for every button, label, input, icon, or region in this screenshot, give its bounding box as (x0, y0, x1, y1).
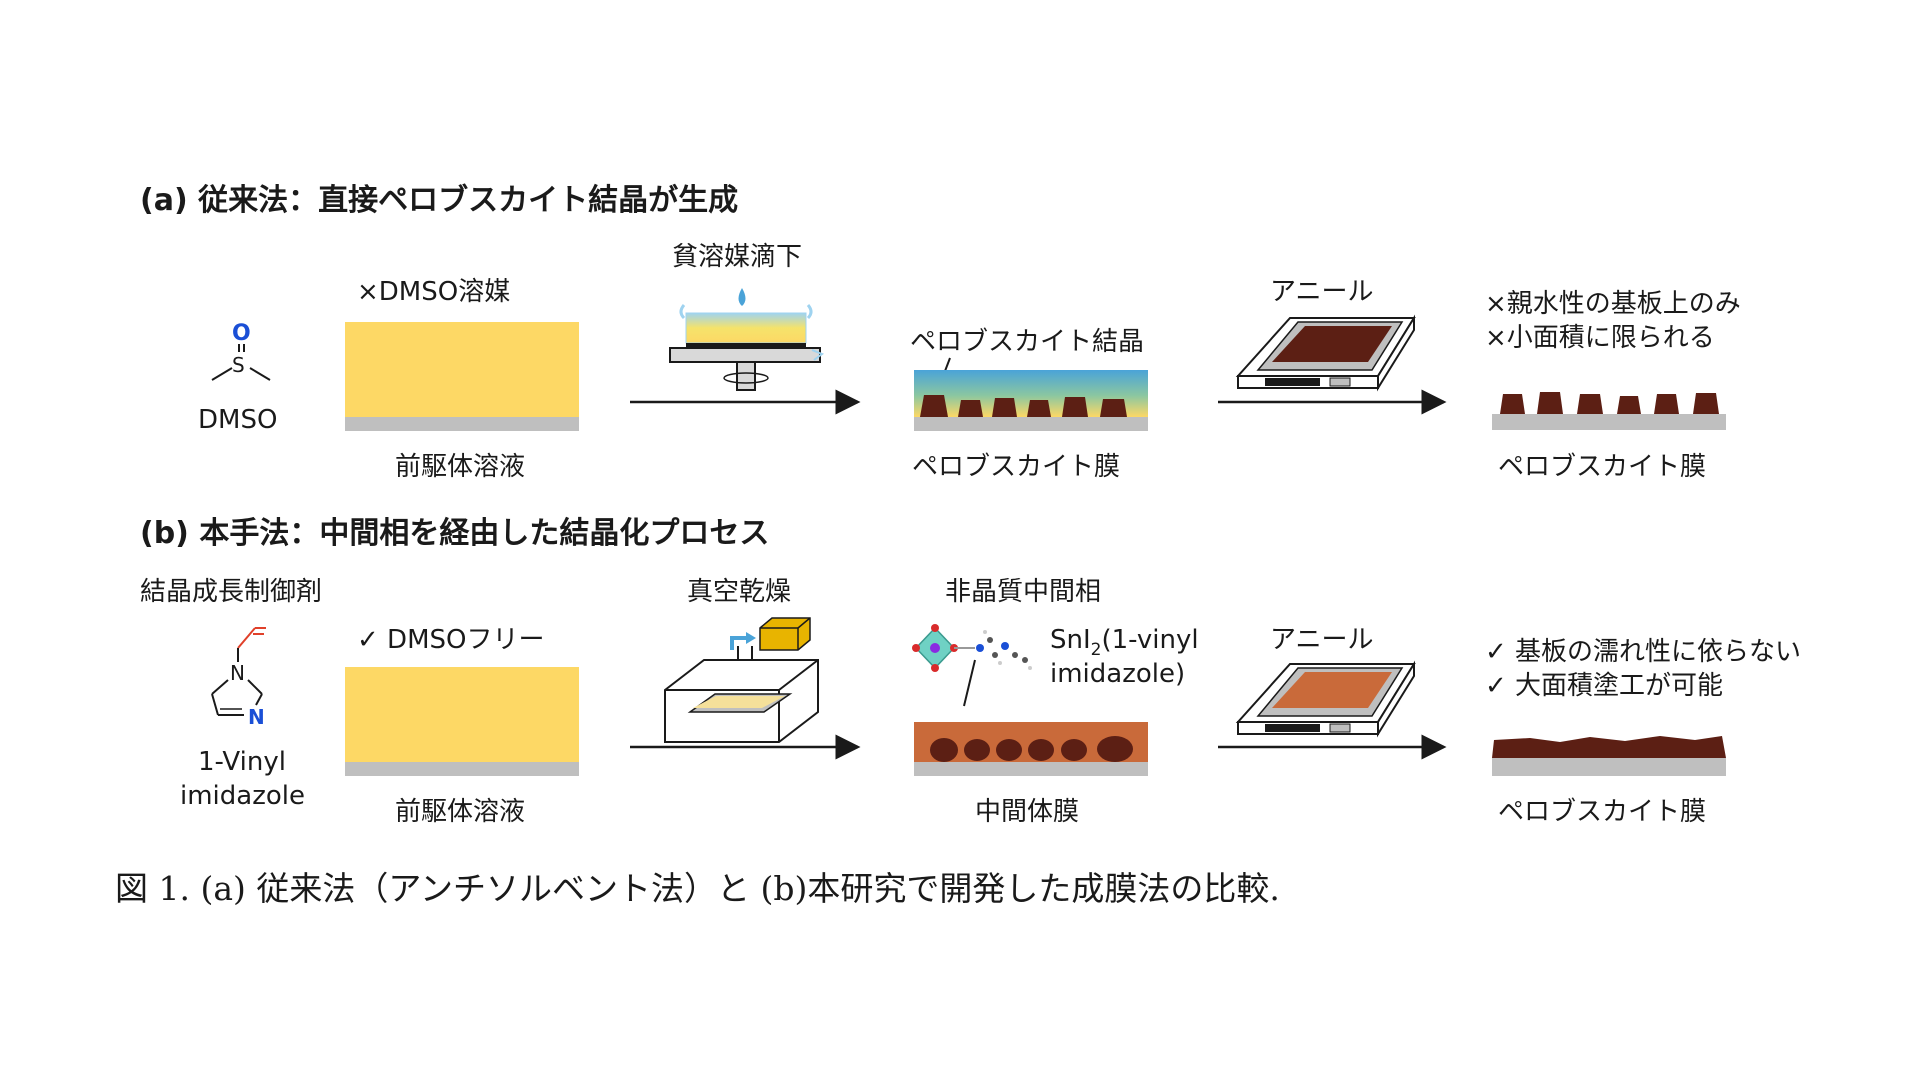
vacuum-pump-arrow-icon (730, 636, 748, 650)
substrate-a3 (1492, 414, 1726, 430)
vinyl-imidazole-molecule: N N 1-Vinyl imidazole (180, 627, 305, 811)
imidazole-n2-atom: N (248, 705, 265, 729)
solvent-note-a: ×DMSO溶媒 (357, 277, 510, 307)
dmso-label: DMSO (198, 405, 277, 435)
final-label-b: ペロブスカイト膜 (1498, 797, 1706, 827)
imidazole-n1-atom: N (230, 661, 245, 685)
dmso-molecule: O S DMSO (198, 321, 277, 435)
hotplate-icon-b (1235, 660, 1416, 738)
panel-b-title: (b) 本手法：中間相を経由した結晶化プロセス (140, 516, 769, 551)
substrate-b1 (345, 762, 579, 776)
film-label-a: ペロブスカイト膜 (912, 452, 1120, 482)
crystal-grains-final-a (1500, 392, 1719, 414)
solvent-note-b: ✓ DMSOフリー (357, 625, 544, 655)
complex-sni: SnI (1050, 625, 1091, 655)
precursor-layer-a (345, 322, 579, 417)
dmso-sulfur-atom: S (232, 353, 245, 377)
substrate-a2 (914, 417, 1148, 431)
vacuum-chamber-icon (664, 617, 819, 743)
amorphous-label: 非晶質中間相 (945, 577, 1101, 607)
anneal-label-a: アニール (1270, 277, 1373, 307)
precursor-layer-b (345, 667, 579, 762)
result-note-a1: ×親水性の基板上のみ (1485, 289, 1741, 319)
vacuum-label: 真空乾燥 (687, 577, 791, 607)
complex-subscript: 2 (1091, 640, 1102, 660)
precursor-label-a: 前駆体溶液 (395, 452, 525, 482)
crystal-label: ペロブスカイト結晶 (910, 327, 1144, 357)
intermediate-nuclei (930, 736, 1133, 762)
result-note-a2: ×小面積に限られる (1485, 323, 1715, 353)
dmso-oxygen-atom: O (232, 321, 251, 346)
complex-vinyl: (1-vinyl (1101, 625, 1198, 655)
vinyl-label-2: imidazole (180, 781, 305, 811)
complex-label-1: SnI2(1-vinyl (1050, 625, 1199, 660)
pump-icon (759, 617, 811, 651)
figure-caption: 図 1. (a) 従来法（アンチソルベント法）と (b)本研究で開発した成膜法の… (115, 869, 1280, 908)
result-note-b2: ✓ 大面積塗工が可能 (1485, 671, 1723, 701)
panel-a-title: (a) 従来法：直接ペロブスカイト結晶が生成 (140, 183, 738, 218)
substrate-b2 (914, 762, 1148, 776)
substrate-a1 (345, 417, 579, 431)
intermediate-label: 中間体膜 (975, 797, 1079, 827)
solvent-drop-icon (738, 288, 746, 306)
sni2-complex-structure (912, 624, 1032, 707)
antisolvent-label: 貧溶媒滴下 (672, 242, 802, 272)
spin-coater-icon (669, 288, 825, 391)
crystal-grains-a (920, 395, 1127, 417)
result-note-b1: ✓ 基板の濡れ性に依らない (1485, 637, 1801, 667)
vinyl-label-1: 1-Vinyl (198, 747, 286, 777)
hotplate-icon-a (1235, 314, 1416, 392)
final-label-a: ペロブスカイト膜 (1498, 452, 1706, 482)
additive-label: 結晶成長制御剤 (140, 577, 322, 607)
anneal-label-b: アニール (1270, 625, 1373, 655)
precursor-label-b: 前駆体溶液 (395, 797, 525, 827)
complex-label-3: imidazole) (1050, 659, 1185, 689)
continuous-film-b (1492, 736, 1726, 758)
substrate-b3 (1492, 758, 1726, 776)
